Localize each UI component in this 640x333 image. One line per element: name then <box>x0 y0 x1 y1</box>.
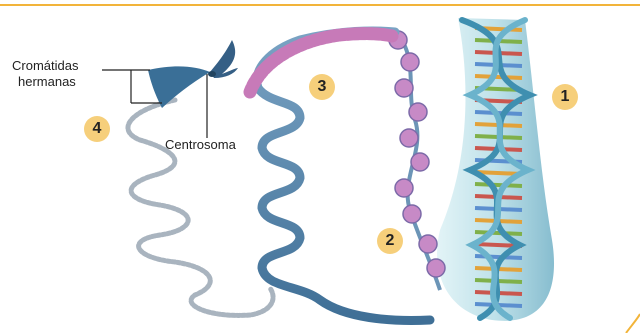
nucleosome-bead <box>427 259 445 277</box>
marker-3: 3 <box>309 74 335 100</box>
nucleosome-bead <box>403 205 421 223</box>
nucleosome-bead <box>400 129 418 147</box>
base-pair-rung <box>475 76 522 78</box>
chromosome <box>148 40 238 108</box>
base-pair-rung <box>475 232 522 234</box>
dna-double-helix <box>437 18 554 321</box>
label-sister-chromatids-line1: Cromátidas <box>12 58 78 73</box>
chromatid-left <box>148 66 210 108</box>
marker-2: 2 <box>377 228 403 254</box>
nucleosome-bead <box>409 103 427 121</box>
centromere-dot <box>208 71 216 77</box>
chromatin-fiber <box>250 31 430 321</box>
nucleosome-bead <box>419 235 437 253</box>
nucleosome-bead <box>395 79 413 97</box>
chromatin-thread-path <box>128 100 273 315</box>
marker-1: 1 <box>552 84 578 110</box>
nucleosome-bead <box>395 179 413 197</box>
nucleosome-bead <box>411 153 429 171</box>
fiber-coil <box>257 31 430 321</box>
chromatin-thread <box>128 100 273 315</box>
label-sister-chromatids-line2: hermanas <box>18 74 76 89</box>
nucleosome-bead <box>401 53 419 71</box>
label-centromere: Centrosoma <box>165 137 236 152</box>
corner-decoration <box>626 314 640 333</box>
marker-4: 4 <box>84 116 110 142</box>
base-pair-rung <box>475 184 522 186</box>
